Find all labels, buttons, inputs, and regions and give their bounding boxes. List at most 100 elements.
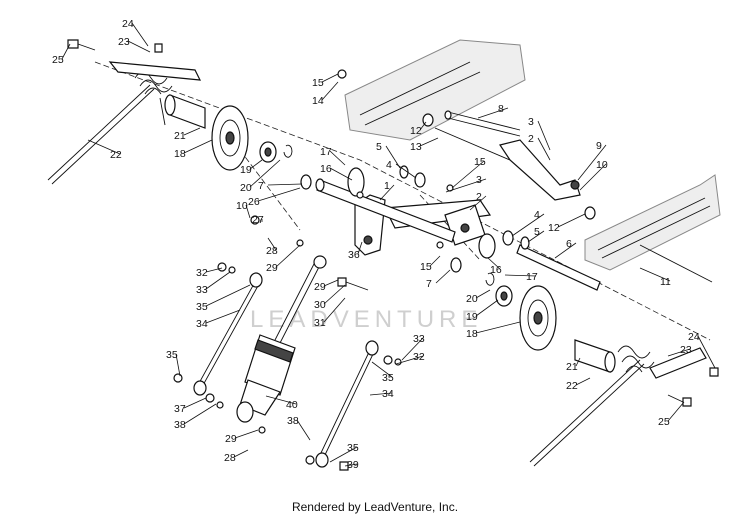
bearing-19-right [495, 285, 513, 307]
cross-shaft [315, 178, 456, 243]
shaft-13 [434, 127, 511, 161]
callout-leader [477, 107, 509, 119]
spring-22-left [47, 71, 173, 185]
bolts-30-31 [337, 277, 369, 291]
callout-leader [127, 40, 151, 53]
callout-leader [205, 309, 241, 324]
callout-21: 21 [174, 130, 186, 142]
callout-leader [296, 419, 311, 441]
callout-leader [357, 241, 363, 255]
callout-leader [249, 159, 281, 188]
callout-14: 14 [312, 95, 324, 107]
callout-leader [329, 167, 353, 181]
callout-leader [329, 446, 358, 463]
callout-21: 21 [566, 361, 578, 373]
callout-leader [257, 187, 301, 202]
callout-11: 11 [660, 276, 671, 288]
callout-20: 20 [240, 182, 252, 194]
callout-leader [537, 137, 551, 161]
callout-15: 15 [420, 261, 432, 273]
idler-wheel-right [519, 285, 557, 351]
small-hardware [173, 191, 402, 471]
callout-leader [527, 230, 545, 243]
callout-leader [451, 160, 485, 189]
slide-rail-lower [584, 174, 721, 271]
callout-22: 22 [566, 380, 578, 392]
callout-leader [395, 355, 424, 365]
callout-leader [419, 137, 439, 147]
callout-19: 19 [240, 164, 252, 176]
callout-3: 3 [528, 116, 534, 128]
shaft-8 [444, 110, 521, 137]
callout-leader [475, 321, 521, 334]
callout-10: 10 [236, 200, 248, 212]
callout-15: 15 [312, 77, 324, 89]
callout-leader [557, 213, 586, 228]
callout-7: 7 [258, 180, 264, 192]
callout-12: 12 [410, 125, 422, 137]
callout-leader [321, 73, 339, 83]
callout-leader [435, 269, 451, 284]
callout-29: 29 [225, 433, 237, 445]
callout-13: 13 [410, 141, 422, 153]
callout-leader [429, 255, 441, 267]
callout-leader [667, 348, 691, 357]
callout-leader [267, 183, 303, 186]
callout-leader [511, 213, 545, 237]
callout-leader [475, 299, 499, 317]
callout-1: 1 [384, 180, 390, 192]
callout-leader [205, 267, 223, 273]
callout-leader [395, 163, 417, 179]
callout-8: 8 [498, 103, 504, 115]
callout-leader [183, 397, 207, 409]
callout-leader [131, 22, 149, 47]
callout-35: 35 [382, 372, 394, 384]
washers-4-5 [399, 165, 530, 273]
callout-leader [504, 274, 537, 277]
callout-26: 26 [248, 196, 260, 208]
slide-rail-upper [344, 39, 526, 141]
callout-leader [385, 145, 401, 169]
idler-wheel-left [211, 105, 249, 171]
callout-leader [249, 159, 263, 170]
callout-31: 31 [314, 317, 326, 329]
spring-22-right [529, 345, 655, 467]
callout-leader [379, 184, 395, 201]
callout-20: 20 [466, 293, 478, 305]
callout-leader [175, 353, 181, 377]
callout-leader [487, 257, 501, 270]
callout-17: 17 [526, 271, 538, 283]
callout-24: 24 [122, 18, 134, 30]
callout-27: 27 [252, 214, 264, 226]
callout-leader [369, 392, 393, 396]
callout-3: 3 [476, 174, 482, 186]
callout-23: 23 [118, 36, 130, 48]
callout-32: 32 [196, 267, 208, 279]
bracket-23-right [649, 347, 707, 379]
spacer-21-right [574, 339, 616, 373]
callout-24: 24 [688, 331, 700, 343]
callout-28: 28 [266, 245, 278, 257]
callout-16: 16 [320, 163, 332, 175]
callout-38: 38 [174, 419, 186, 431]
callout-leader [267, 237, 277, 251]
callout-leader [445, 178, 487, 193]
callout-5: 5 [534, 226, 540, 238]
callout-33: 33 [196, 284, 208, 296]
callout-39: 39 [347, 459, 359, 471]
spacer-21-left [164, 94, 206, 129]
callout-leader [577, 144, 607, 181]
bolt-24-left [154, 43, 163, 53]
callout-leader [245, 204, 251, 219]
callout-4: 4 [534, 209, 540, 221]
callout-34: 34 [196, 318, 208, 330]
snap-ring-20-right [485, 272, 495, 286]
callout-leader [475, 289, 491, 299]
callout-leader [401, 337, 424, 361]
callout-leader [329, 150, 346, 166]
callout-leader [697, 335, 716, 369]
callouts: 2423252118221920171672610272829323335343… [52, 18, 716, 471]
callout-leader [205, 284, 251, 307]
callout-18: 18 [174, 148, 186, 160]
callout-35: 35 [196, 301, 208, 313]
